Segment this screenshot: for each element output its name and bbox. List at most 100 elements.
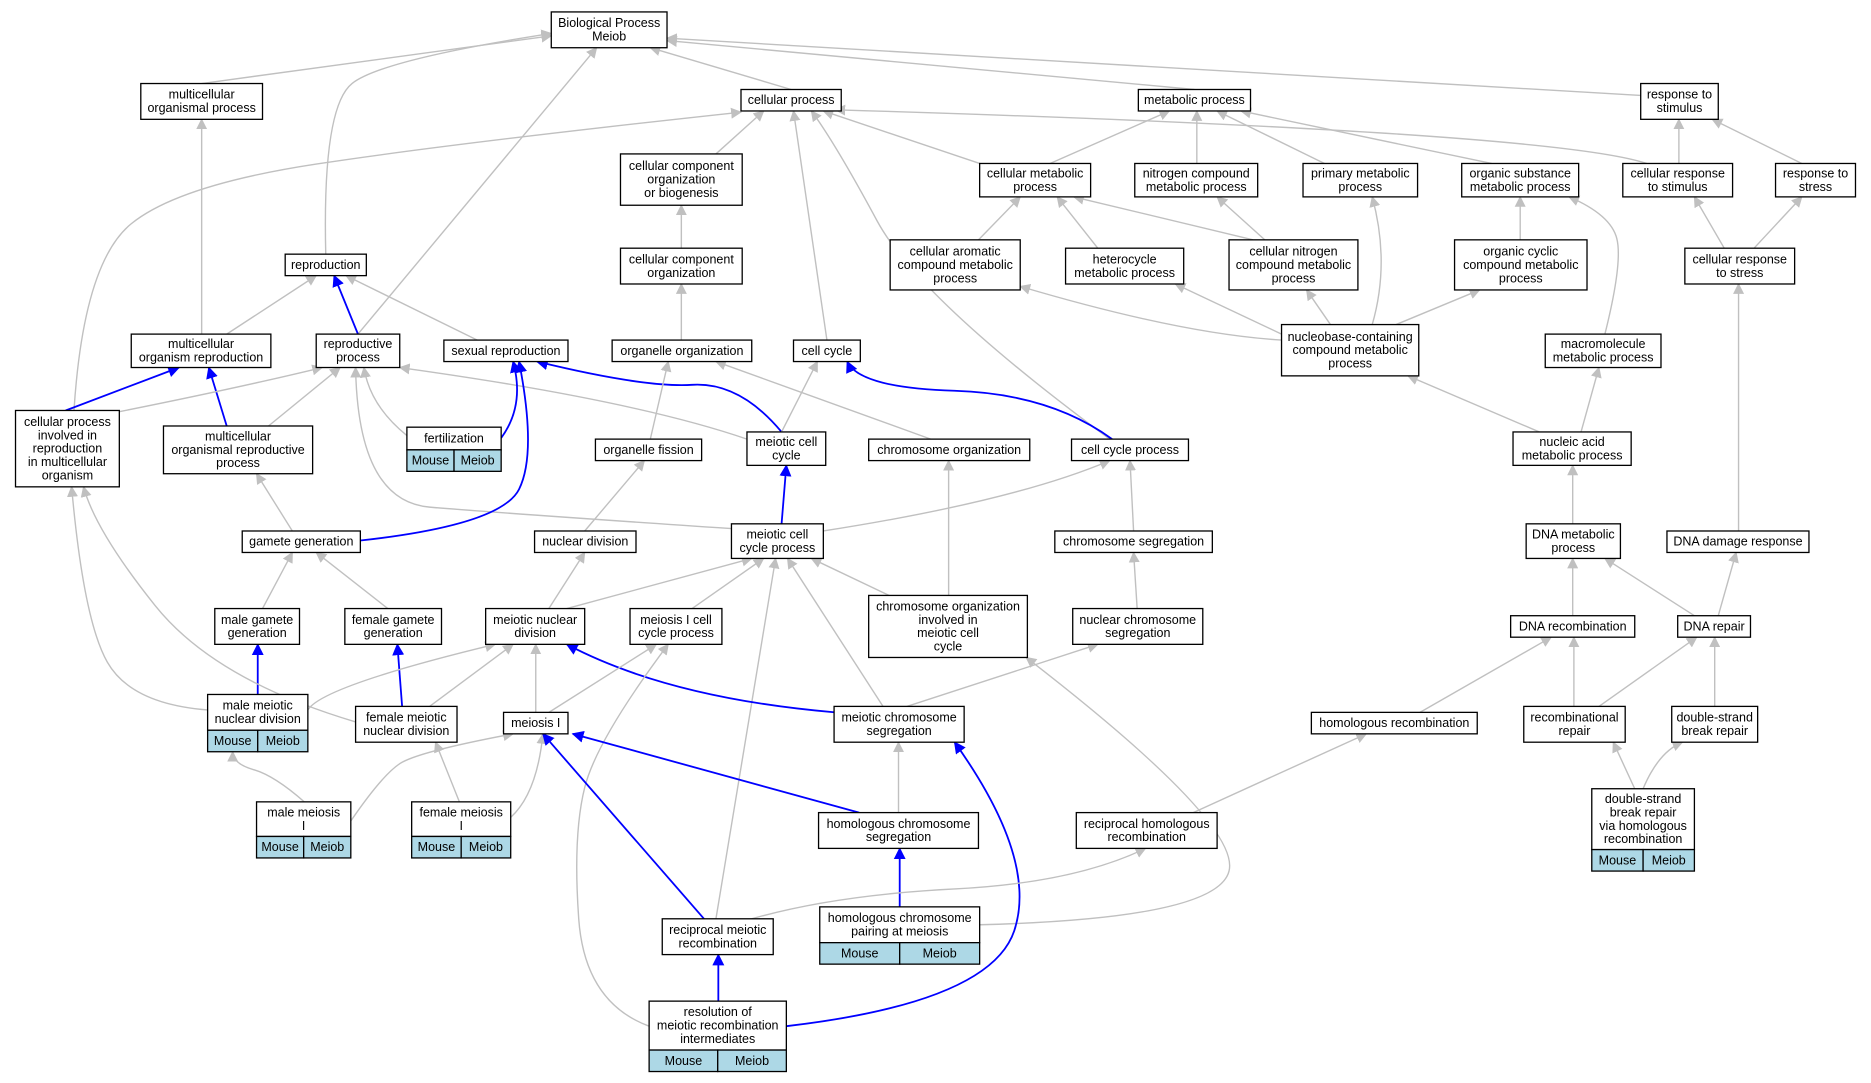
go-term-dna-repair[interactable]: DNA repair	[1677, 615, 1752, 638]
go-term-gamete-generation[interactable]: gamete generation	[241, 530, 362, 554]
edge-multi_org_repro_proc-to-multi_org_repro	[206, 366, 228, 427]
annotation-gene-cell	[303, 835, 352, 859]
term-label-line: nuclear division	[215, 712, 301, 726]
term-label-line: segregation	[866, 830, 931, 844]
go-term-chromosome-org[interactable]: chromosome organization	[868, 438, 1031, 462]
term-box	[1640, 82, 1719, 120]
go-term-metabolic-process[interactable]: metabolic process	[1137, 88, 1252, 112]
go-term-cellular-process[interactable]: cellular process	[740, 88, 842, 112]
go-term-nuclear-division[interactable]: nuclear division	[533, 530, 637, 554]
term-label-line: male meiotic	[223, 699, 293, 713]
term-label-line: recombinational	[1530, 711, 1618, 725]
edge-response_stimulus-to-root	[665, 33, 1641, 97]
edge-cellular_response_stress-to-cellular_response_stimulus	[1693, 195, 1725, 249]
go-term-organelle-fission[interactable]: organelle fission	[594, 438, 703, 462]
term-label-line: process	[1499, 271, 1543, 285]
term-label-line: nucleobase-containing	[1288, 330, 1413, 344]
go-term-dna-damage-response[interactable]: DNA damage response	[1666, 530, 1810, 554]
go-term-chromosome-segregation[interactable]: chromosome segregation	[1054, 530, 1213, 554]
go-term-organelle-org[interactable]: organelle organization	[611, 339, 753, 363]
edge-nucleobase-to-heterocycle	[1174, 283, 1282, 335]
term-label-line: meiotic recombination	[657, 1019, 779, 1033]
edge-resolution-to-meiosis_i_cc	[576, 643, 669, 1027]
edge-reciprocal_meiotic-to-meiotic_cc_process	[715, 557, 780, 919]
term-box	[1064, 247, 1185, 285]
term-label-line: compound metabolic	[898, 258, 1013, 272]
edge-meiotic_chrom_seg-to-meiotic_cc_process	[786, 557, 884, 707]
go-term-homologous-recomb[interactable]: homologous recombination	[1310, 711, 1478, 735]
term-box	[868, 594, 1029, 659]
edge-meiotic_cc_process-to-meiotic_cell_cycle	[779, 464, 792, 524]
edge-sexual_reproduction-to-reproduction	[345, 275, 478, 341]
go-term-dna-recombination[interactable]: DNA recombination	[1509, 615, 1636, 638]
go-term-cell-cycle-process[interactable]: cell cycle process	[1070, 438, 1190, 462]
term-label-line: cellular response	[1630, 166, 1725, 180]
annotation-gene-label: Meiob	[923, 946, 957, 960]
term-box	[1544, 333, 1662, 369]
term-label-line: cycle	[772, 448, 801, 462]
term-box	[241, 530, 362, 554]
term-label-line: cellular aromatic	[910, 245, 1001, 259]
go-term-sexual-reproduction[interactable]: sexual reproduction	[443, 339, 569, 363]
go-term-reproduction[interactable]: reproduction	[284, 253, 367, 277]
term-box	[14, 409, 120, 488]
term-label-line: DNA repair	[1684, 619, 1745, 633]
go-term-cell-cycle[interactable]: cell cycle	[792, 339, 861, 363]
term-label-line: chromosome organization	[876, 599, 1020, 613]
term-label-line: involved in	[38, 428, 97, 442]
term-box	[162, 425, 314, 475]
edge-male_meiotic_div-to-cp_in_repro	[66, 485, 208, 711]
edge-nuclear_chrom_seg-to-chromosome_segregation	[1128, 551, 1140, 609]
edge-meiosis_i-to-meiosis_i_cc	[548, 643, 658, 713]
edge-resolution-to-meiotic_chrom_seg	[786, 741, 1021, 1028]
edge-reciprocal_homologous-to-homologous_recomb	[1192, 732, 1368, 814]
go-term-meiosis-i[interactable]: meiosis I	[502, 711, 569, 735]
